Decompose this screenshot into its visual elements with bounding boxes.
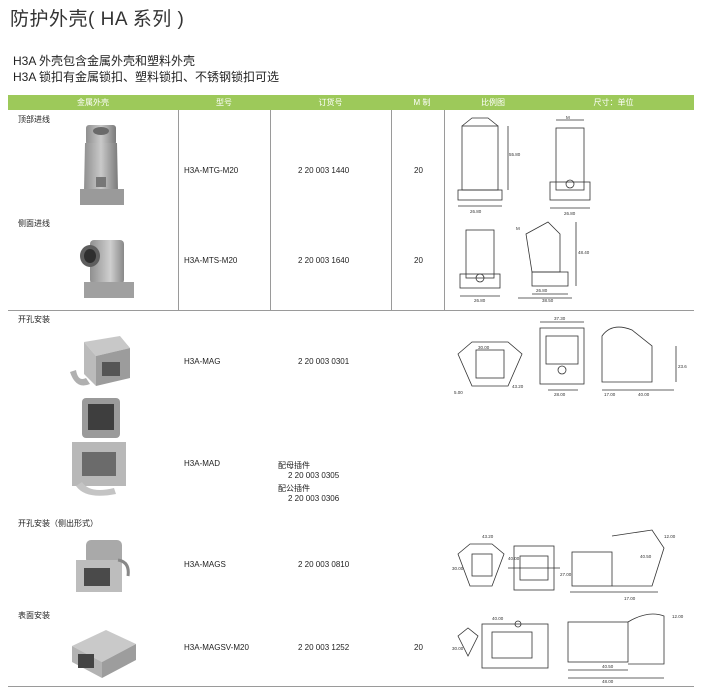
section-surface-mount: 表面安装 <box>18 611 50 620</box>
housing-top-entry-image <box>80 125 124 205</box>
dim-label: 17.00 <box>604 392 616 397</box>
model-cell: H3A-MAD <box>184 459 221 468</box>
dim-label: 23.6 <box>678 364 687 369</box>
order-number-cell: 2 20 003 1640 <box>298 256 350 265</box>
dim-label: 48.00 <box>602 679 614 684</box>
dim-label: 43.20 <box>512 384 524 389</box>
male-insert-order: 2 20 003 0306 <box>288 494 340 503</box>
male-insert-label: 配公插件 <box>278 484 310 493</box>
dim-label: 26.80 <box>474 298 486 303</box>
m-thread-cell: 20 <box>414 256 423 265</box>
dim-label: 40.50 <box>602 664 614 669</box>
dim-label: 26.80 <box>470 209 482 214</box>
drawing-side-entry: 26.80 26.80 38.50 48.40 M <box>459 221 590 303</box>
section-top-entry: 顶部进线 <box>18 115 50 124</box>
drawing-open-mount: 30.00 37.30 28.00 23.6 17.00 40.00 43.20… <box>454 316 687 397</box>
female-insert-label: 配母插件 <box>278 461 310 470</box>
header-m-thread: M 制 <box>413 98 431 107</box>
section-open-mount: 开孔安装 <box>18 315 50 324</box>
dim-label: 55.80 <box>509 152 521 157</box>
table-header: 金属外壳 型号 订货号 M 制 比例图 尺寸：单位 <box>8 95 694 110</box>
dim-label: 40.50 <box>640 554 652 559</box>
subtitle-1: H3A 外壳包含金属外壳和塑料外壳 <box>13 54 196 68</box>
row-divider <box>8 310 694 311</box>
subtitle-2: H3A 锁扣有金属锁扣、塑料锁扣、不锈钢锁扣可选 <box>13 70 280 84</box>
model-cell: H3A-MAGSV-M20 <box>184 643 249 652</box>
order-number-cell: 2 20 003 0810 <box>298 560 350 569</box>
dim-label: 12.00 <box>672 614 684 619</box>
dim-label: 12.00 <box>664 534 676 539</box>
drawing-surface-mount: 40.00 12.00 40.50 48.00 30.00 <box>452 613 684 684</box>
order-number-cell: 2 20 003 1440 <box>298 166 350 175</box>
housing-open-mount-side-image <box>76 540 130 592</box>
header-scale-drawing: 比例图 <box>481 98 505 107</box>
dim-label: 37.30 <box>554 316 566 321</box>
m-thread-cell: 20 <box>414 166 423 175</box>
dim-label: 40.00 <box>638 392 650 397</box>
dim-label: 40.00 <box>492 616 504 621</box>
order-number-cell: 2 20 003 1252 <box>298 643 350 652</box>
dim-label: 5.00 <box>454 390 463 395</box>
header-metal-housing: 金属外壳 <box>77 98 109 107</box>
housing-side-entry-image <box>80 240 134 298</box>
dim-label: 30.00 <box>452 566 464 571</box>
grid-line <box>444 110 445 311</box>
dim-label: 17.00 <box>624 596 636 601</box>
drawing-top-entry: 55.80 26.80 M 26.80 <box>457 116 591 216</box>
dim-label: 30.00 <box>478 345 490 350</box>
dim-label: 26.80 <box>564 211 576 216</box>
dim-label: 30.00 <box>452 646 464 651</box>
section-open-mount-side: 开孔安装（侧出形式） <box>18 519 98 528</box>
section-side-entry: 侧面进线 <box>18 219 50 228</box>
dim-label: 40.00 <box>508 556 520 561</box>
header-model: 型号 <box>216 98 232 107</box>
housing-surface-mount-image <box>72 630 136 678</box>
header-order-number: 订货号 <box>318 98 343 107</box>
housing-hood-mount-image <box>72 398 126 496</box>
grid-line <box>270 110 271 311</box>
model-cell: H3A-MTS-M20 <box>184 256 238 265</box>
female-insert-order: 2 20 003 0305 <box>288 471 340 480</box>
dim-label: 43.20 <box>482 534 494 539</box>
grid-line <box>178 110 179 311</box>
housing-open-mount-image <box>70 336 130 386</box>
dim-label: M <box>516 226 520 231</box>
dim-label: 48.40 <box>578 250 590 255</box>
m-thread-cell: 20 <box>414 643 423 652</box>
header-dimensions-unit: 尺寸：单位 <box>593 98 634 107</box>
dim-label: 26.80 <box>536 288 548 293</box>
dim-label: 38.50 <box>542 298 554 303</box>
order-number-cell: 2 20 003 0301 <box>298 357 350 366</box>
dim-label: M <box>566 116 570 120</box>
model-cell: H3A-MTG-M20 <box>184 166 239 175</box>
grid-line <box>391 110 392 311</box>
drawing-open-mount-side: 43.20 30.00 40.00 27.00 40.50 17.00 12.0… <box>452 529 676 601</box>
model-cell: H3A-MAG <box>184 357 221 366</box>
dim-label: 27.00 <box>560 572 572 577</box>
page-title: 防护外壳( HA 系列 ) <box>10 9 185 30</box>
dim-label: 28.00 <box>554 392 566 397</box>
model-cell: H3A-MAGS <box>184 560 226 569</box>
